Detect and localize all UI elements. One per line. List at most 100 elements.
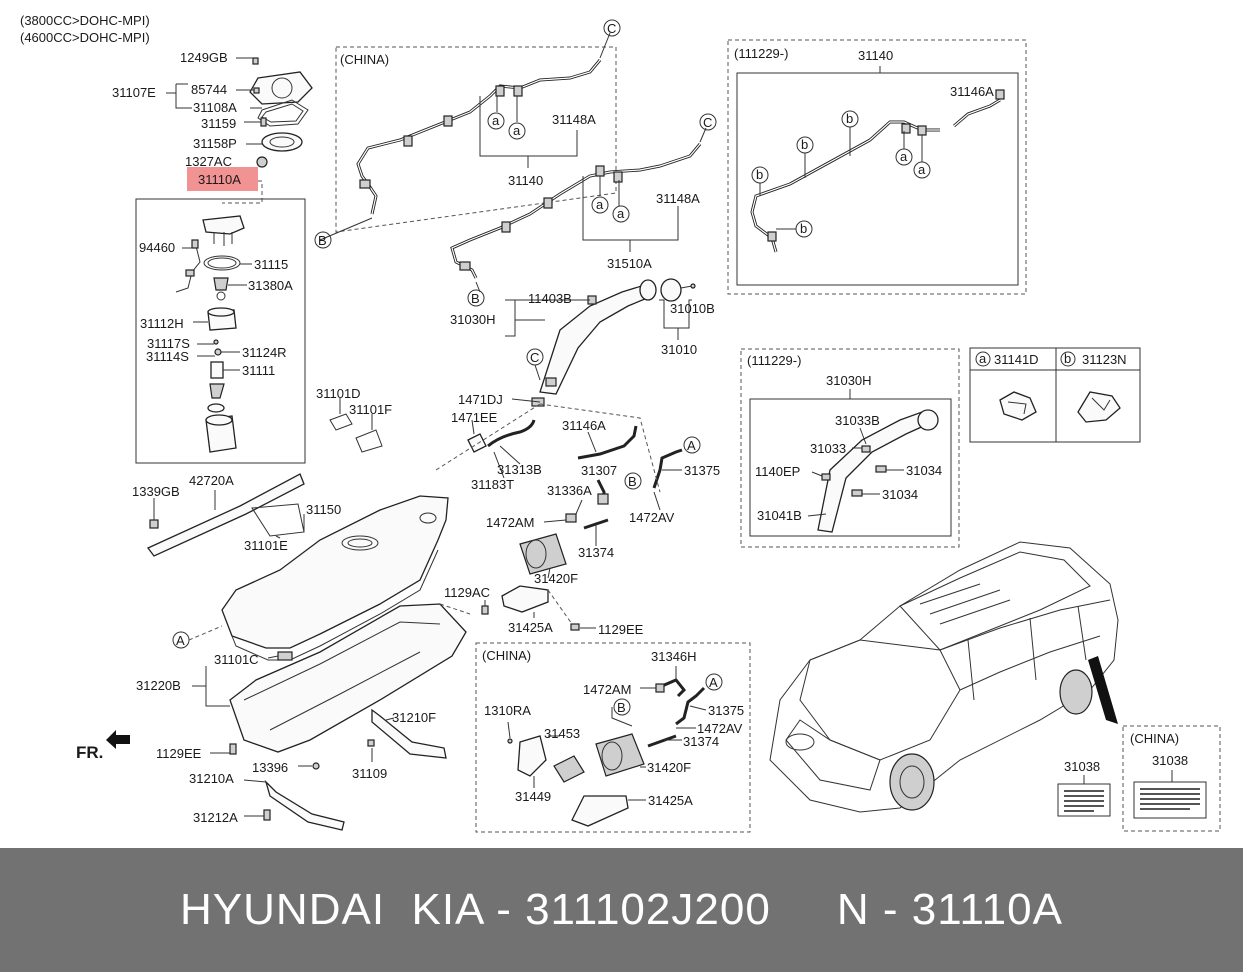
callout-b-4: b — [800, 221, 807, 236]
part-label-31101D: 31101D — [316, 386, 361, 401]
part-label-31109: 31109 — [352, 766, 387, 781]
callout-a-4: a — [617, 206, 625, 221]
part-label-31033: 31033 — [810, 441, 846, 456]
part-label-31449: 31449 — [515, 789, 551, 804]
part-label-31425A-1: 31425A — [508, 620, 553, 635]
part-label-31140-2: 31140 — [858, 48, 893, 63]
part-label-1471EE: 1471EE — [451, 410, 498, 425]
part-label-13396: 13396 — [252, 760, 288, 775]
part-label-31220B: 31220B — [136, 678, 181, 693]
callout-a-2: a — [513, 123, 521, 138]
part-label-31034-1: 31034 — [906, 463, 942, 478]
callout-b-3: b — [846, 111, 853, 126]
part-label-31038-1: 31038 — [1064, 759, 1100, 774]
part-label-31117S: 31117S — [147, 336, 190, 351]
part-label-31453: 31453 — [544, 726, 580, 741]
callout-a-3: a — [596, 197, 604, 212]
part-label-31510A: 31510A — [607, 256, 652, 271]
part-label-31210A: 31210A — [189, 771, 234, 786]
part-label-31425A-2: 31425A — [648, 793, 693, 808]
clip-a-letter: a — [979, 351, 987, 366]
filler-neck-assembly: 31010B 31010 11403B 31030H C — [450, 278, 715, 407]
part-label-31115: 31115 — [254, 257, 288, 272]
part-label-31030H-2: 31030H — [826, 373, 872, 388]
china-canister-group: (CHINA) 31346H 1472AM A 31375 B 1472AV 3… — [475, 642, 751, 833]
clip-legend-table: a 31141D b 31123N — [969, 347, 1141, 443]
callout-A-1: A — [687, 438, 696, 453]
part-number-text: HYUNDAI KIA - 311102J200 N - 31110A — [180, 885, 1063, 934]
part-label-31420F-1: 31420F — [534, 571, 578, 586]
part-label-31034-2: 31034 — [882, 487, 918, 502]
part-label-31420F-2: 31420F — [647, 760, 691, 775]
highlight-31110A — [187, 167, 258, 191]
fuel-system-parts-diagram: (3800CC>DOHC-MPI) (4600CC>DOHC-MPI) 1327… — [20, 13, 1221, 833]
callout-B-1: B — [318, 233, 327, 248]
part-label-11403B: 11403B — [528, 291, 572, 306]
callout-C-3: C — [530, 350, 539, 365]
part-label-31374-1: 31374 — [578, 545, 614, 560]
part-label-1472AV-2: 1472AV — [697, 721, 743, 736]
part-label-42720A: 42720A — [189, 473, 234, 488]
part-label-31380A: 31380A — [248, 278, 293, 293]
rev-filler-neck-group: (111229-) 31030H 31033B 31033 1140EP 310… — [740, 348, 960, 548]
callout-b-1: b — [756, 167, 763, 182]
part-label-1129EE-2: 1129EE — [156, 746, 202, 761]
part-label-94460: 94460 — [139, 240, 175, 255]
fuel-pump-assembly: 1327AC 31110A 1249GB 85744 31107E 31108A… — [112, 50, 313, 464]
fuel-tank-assembly: 1339GB 42720A 31101E 31150 31101C 31220B… — [76, 473, 471, 831]
rev-filler-label: (111229-) — [747, 353, 801, 368]
part-label-31307: 31307 — [581, 463, 617, 478]
part-label-1472AM-2: 1472AM — [583, 682, 631, 697]
part-label-31101F: 31101F — [349, 402, 392, 417]
callout-A-2: A — [176, 633, 185, 648]
part-label-1129EE-1: 1129EE — [598, 622, 644, 637]
front-label: FR. — [76, 743, 103, 762]
part-label-1140EP: 1140EP — [755, 464, 800, 479]
vapor-line-31510A: C B a a 31148A 31510A — [450, 113, 717, 307]
part-label-31336A: 31336A — [547, 483, 592, 498]
part-label-1471DJ: 1471DJ — [458, 392, 503, 407]
part-label-31112H: 31112H — [140, 316, 184, 331]
part-number-footer: HYUNDAI KIA - 311102J200 N - 31110A — [0, 848, 1243, 972]
part-label-31038-2: 31038 — [1152, 753, 1188, 768]
callout-B-2: B — [471, 291, 480, 306]
rev-vapor-line-group: (111229-) 31140 31146A b b b b a a — [727, 39, 1027, 295]
callout-B-3: B — [628, 474, 637, 489]
part-label-31375-1: 31375 — [684, 463, 720, 478]
part-label-31140-1: 31140 — [508, 173, 543, 188]
part-label-31346H: 31346H — [651, 649, 697, 664]
part-label-85744: 85744 — [191, 82, 227, 97]
part-label-31159: 31159 — [201, 116, 236, 131]
part-label-31148A-1: 31148A — [552, 112, 596, 127]
part-label-31148A-2: 31148A — [656, 191, 700, 206]
label-plates: 31038 (CHINA) 31038 — [1057, 725, 1221, 832]
china-top-label: (CHINA) — [340, 52, 389, 67]
callout-a-1: a — [492, 113, 500, 128]
part-label-31111: 31111 — [242, 363, 275, 378]
middle-parts: 31101D 31101F 1471DJ 1471EE 31313B 31183… — [316, 386, 720, 637]
part-label-31124R: 31124R — [242, 345, 287, 360]
part-label-31158P: 31158P — [193, 136, 237, 151]
part-label-31146A-2: 31146A — [562, 418, 606, 433]
part-label-31033B: 31033B — [835, 413, 880, 428]
china-vapor-line-group: (CHINA) B C a a 31148A 31140 — [314, 19, 621, 249]
part-label-31146A-1: 31146A — [950, 84, 994, 99]
part-label-31150: 31150 — [306, 502, 341, 517]
callout-b-2: b — [801, 137, 808, 152]
part-label-31041B: 31041B — [757, 508, 802, 523]
china-label-heading: (CHINA) — [1130, 731, 1179, 746]
callout-C-1: C — [607, 21, 616, 36]
part-label-1339GB: 1339GB — [132, 484, 180, 499]
part-label-31123N: 31123N — [1082, 352, 1127, 367]
part-label-31141D: 31141D — [994, 352, 1039, 367]
engine-note-1: (3800CC>DOHC-MPI) — [20, 13, 150, 28]
part-label-1472AV-1: 1472AV — [629, 510, 675, 525]
clip-b-letter: b — [1064, 351, 1071, 366]
rev-top-label: (111229-) — [734, 46, 788, 61]
part-label-31374-2: 31374 — [683, 734, 719, 749]
part-label-31107E: 31107E — [112, 85, 156, 100]
part-label-31101C: 31101C — [214, 652, 259, 667]
part-label-31010: 31010 — [661, 342, 697, 357]
china-bottom-label: (CHINA) — [482, 648, 531, 663]
callout-B-4: B — [617, 700, 626, 715]
